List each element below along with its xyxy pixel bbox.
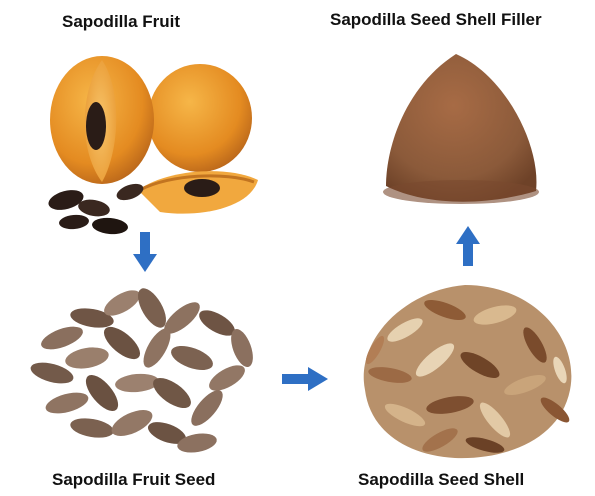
up-arrow-icon (456, 226, 480, 266)
seed-shell-filler-powder-image (376, 46, 546, 206)
sapodilla-fruit-seed-label: Sapodilla Fruit Seed (52, 470, 215, 490)
sapodilla-seeds-image (22, 278, 272, 458)
sapodilla-fruit-label: Sapodilla Fruit (62, 12, 180, 32)
sapodilla-fruit-image (40, 40, 270, 240)
dark-seed (114, 181, 145, 204)
dark-seed (58, 214, 89, 231)
whole-fruit (148, 64, 252, 172)
right-arrow-icon (282, 367, 328, 391)
dark-seed (91, 216, 128, 235)
sapodilla-seed-shell-filler-label: Sapodilla Seed Shell Filler (330, 10, 542, 30)
seed-shell-pile-image (345, 270, 585, 465)
sapodilla-seed-shell-label: Sapodilla Seed Shell (358, 470, 524, 490)
down-arrow-icon (133, 232, 157, 272)
